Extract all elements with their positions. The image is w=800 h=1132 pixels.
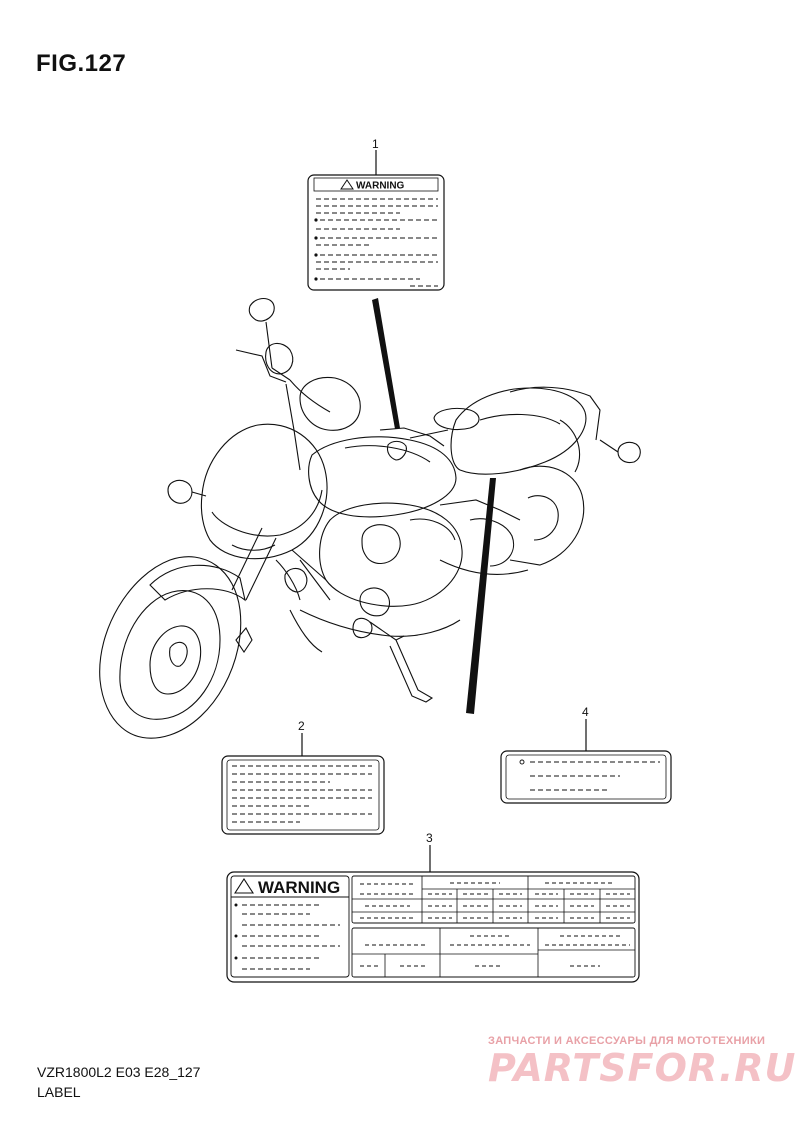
watermark-logo: PARTSFOR.RU bbox=[488, 1046, 797, 1090]
warning-triangle-icon bbox=[340, 179, 354, 190]
figure-title: FIG.127 bbox=[36, 50, 127, 77]
label-1[interactable]: WARNING bbox=[307, 150, 445, 291]
leader-label-3 bbox=[466, 478, 496, 714]
label-3[interactable]: WARNING bbox=[226, 845, 640, 983]
watermark-tagline: ЗАПЧАСТИ И АКСЕССУАРЫ ДЛЯ МОТОТЕХНИКИ bbox=[488, 1035, 766, 1047]
callout-number-1: 1 bbox=[372, 137, 379, 151]
callout-number-2: 2 bbox=[298, 719, 305, 733]
warning-triangle-icon bbox=[233, 877, 255, 894]
label-4[interactable] bbox=[500, 719, 672, 804]
label-2[interactable] bbox=[221, 733, 385, 835]
figure-caption: LABEL bbox=[37, 1084, 81, 1100]
motorcycle-illustration bbox=[99, 297, 641, 739]
label-1-warning-text: WARNING bbox=[356, 181, 405, 192]
model-code: VZR1800L2 E03 E28_127 bbox=[37, 1064, 201, 1080]
callout-number-3: 3 bbox=[426, 831, 433, 845]
label-3-warning-text: WARNING bbox=[258, 878, 340, 897]
leader-label-1 bbox=[372, 298, 400, 429]
callout-number-4: 4 bbox=[582, 705, 589, 719]
